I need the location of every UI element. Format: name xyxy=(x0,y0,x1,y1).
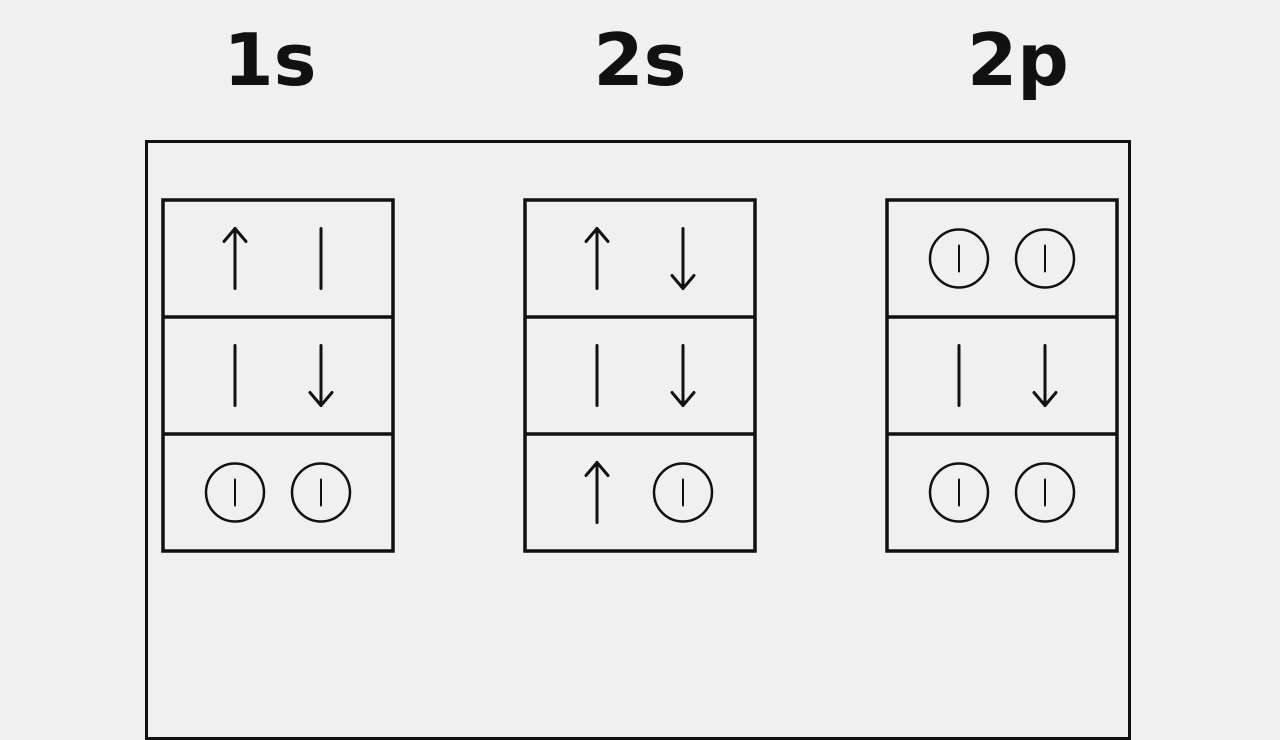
orbital-label-1s: 1s xyxy=(223,18,317,102)
down-arrow-icon xyxy=(1032,344,1058,407)
up-arrow-icon xyxy=(584,461,610,524)
circled-bar-icon xyxy=(928,462,990,523)
circled-bar-icon xyxy=(1014,462,1076,523)
orbital-box-1s xyxy=(161,198,395,553)
circled-bar-icon xyxy=(290,462,352,523)
orbital-label-2s: 2s xyxy=(593,18,687,102)
up-arrow-icon xyxy=(584,227,610,290)
circled-bar-icon xyxy=(652,462,714,523)
circled-bar-icon xyxy=(1014,228,1076,289)
orbital-boxes xyxy=(161,198,1119,553)
circled-bar-icon xyxy=(204,462,266,523)
down-arrow-icon xyxy=(670,344,696,407)
up-arrow-icon xyxy=(222,227,248,290)
down-arrow-icon xyxy=(670,227,696,290)
orbital-box-2p xyxy=(885,198,1119,553)
circled-bar-icon xyxy=(928,228,990,289)
orbital-box-2s xyxy=(523,198,757,553)
orbital-label-2p: 2p xyxy=(967,18,1069,102)
down-arrow-icon xyxy=(308,344,334,407)
